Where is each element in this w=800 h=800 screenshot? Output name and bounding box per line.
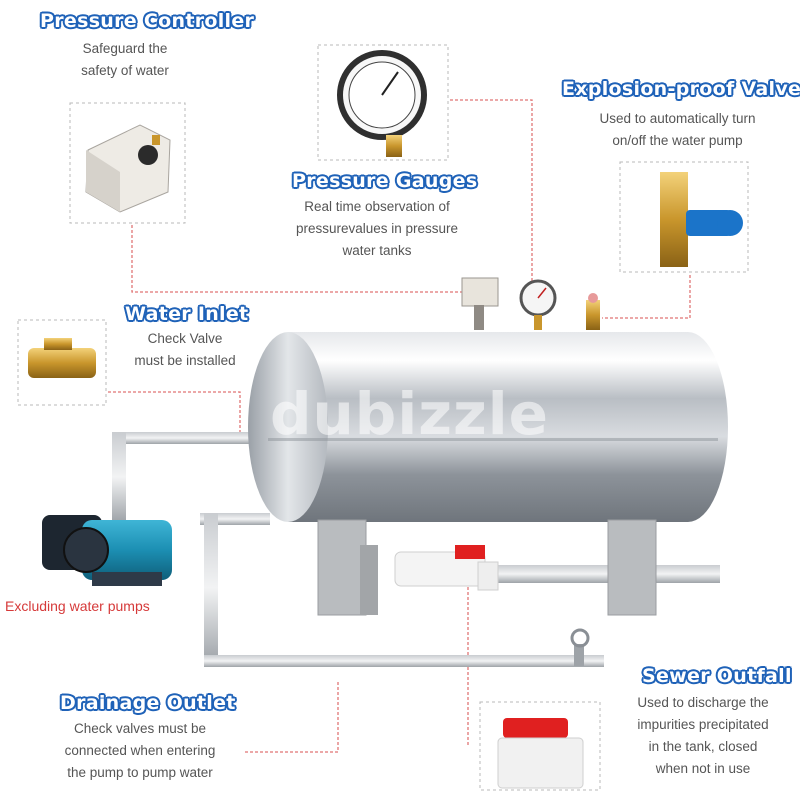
- tank: [248, 332, 728, 522]
- pump-note: Excluding water pumps: [5, 598, 150, 614]
- pressure-gauges-desc: Real time observation of pressurevalues …: [295, 199, 459, 258]
- water-inlet-desc: Check Valve must be installed: [134, 331, 236, 368]
- watermark-text: dubizzle: [270, 380, 549, 448]
- explosion-valves-desc: Used to automatically turn on/off the wa…: [599, 111, 756, 148]
- pressure-controller-desc: Safeguard the safety of water: [81, 41, 169, 78]
- explosion-valve-image: [619, 161, 749, 273]
- leader-explosion-valve: [602, 275, 691, 319]
- outlet-valve: [394, 545, 499, 591]
- pressure-gauges-title: Pressure Gauges: [292, 170, 478, 192]
- sewer-outfall-desc: Used to discharge the impurities precipi…: [637, 695, 769, 776]
- sewer-outfall-title: Sewer Outfall: [642, 665, 792, 687]
- pressure-controller-image: [69, 102, 186, 224]
- water-pump: [42, 515, 172, 586]
- ball-valve-image: [479, 701, 601, 791]
- pressure-controller-title: Pressure Controller: [40, 10, 255, 32]
- leader-water-inlet: [108, 391, 241, 432]
- explosion-valves-title: Explosion-proof Valves: [562, 78, 800, 100]
- check-valve-image: [17, 319, 107, 406]
- leader-pressure-gauge: [450, 99, 533, 288]
- piping: [112, 432, 720, 667]
- leader-pressure-controller: [131, 225, 462, 293]
- tank-top-fittings: [461, 277, 600, 330]
- tank-supports: [317, 519, 657, 616]
- leader-drainage-outlet: [245, 680, 339, 753]
- drainage-outlet-desc: Check valves must be connected when ente…: [64, 721, 216, 780]
- leader-lines: [108, 99, 691, 753]
- drainage-outlet-title: Drainage Outlet: [60, 692, 236, 714]
- water-inlet-title: Water Inlet: [125, 303, 249, 325]
- pressure-gauge-image: [317, 44, 449, 161]
